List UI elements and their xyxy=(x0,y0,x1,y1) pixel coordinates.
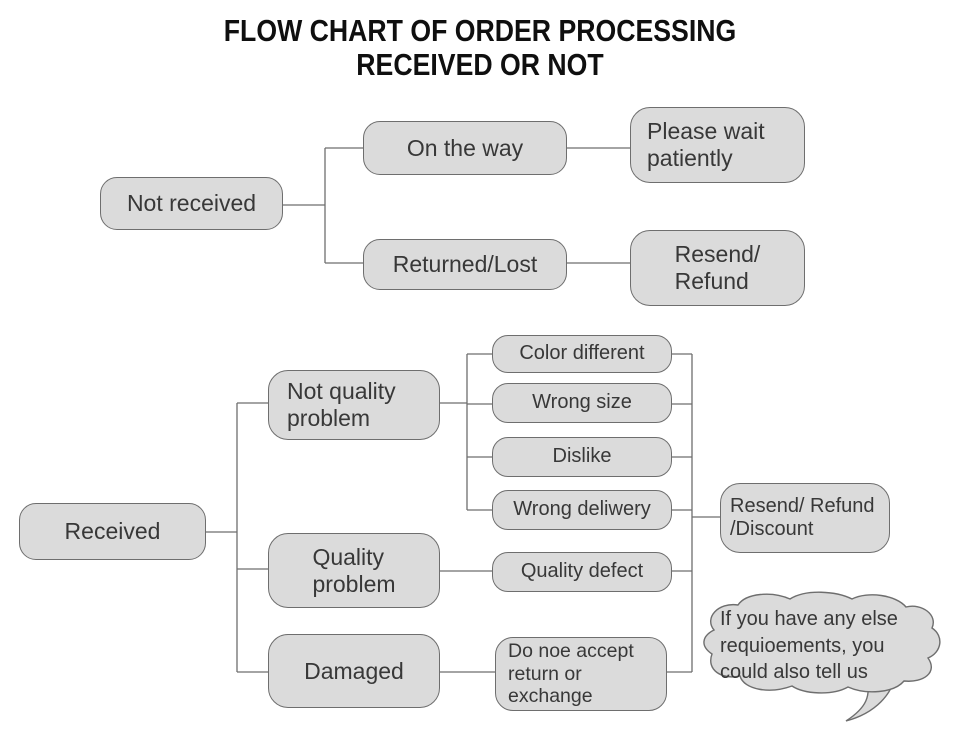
node-resend-refund-line2: Refund xyxy=(674,268,749,294)
node-resend-refund-discount-line1: Resend/ Refund xyxy=(730,494,875,517)
node-do-not-accept: Do noe accept return or exchange xyxy=(495,637,667,711)
speech-bubble-cloud xyxy=(703,591,941,694)
node-not-quality-problem-line1: Not quality xyxy=(287,378,396,405)
node-damaged-label: Damaged xyxy=(304,657,404,684)
node-dislike: Dislike xyxy=(492,437,672,477)
node-quality-defect-label: Quality defect xyxy=(520,560,644,583)
node-color-different: Color different xyxy=(492,335,672,373)
node-quality-problem-line2: problem xyxy=(312,570,396,597)
node-not-received-label: Not received xyxy=(126,190,257,217)
node-resend-refund-discount-line2: /Discount xyxy=(730,518,814,540)
node-on-the-way-label: On the way xyxy=(406,134,524,161)
node-not-received: Not received xyxy=(100,177,283,230)
node-wrong-size: Wrong size xyxy=(492,383,672,423)
node-do-not-accept-line2: return or xyxy=(508,662,582,685)
speech-bubble-line3: could also tell us xyxy=(720,661,868,684)
page-title-line2: RECEIVED OR NOT xyxy=(356,47,604,83)
speech-bubble-line1: If you have any else xyxy=(720,608,898,630)
node-wrong-deliwery-label: Wrong deliwery xyxy=(513,498,651,521)
node-dislike-label: Dislike xyxy=(552,445,612,468)
node-received-label: Received xyxy=(64,518,161,545)
node-resend-refund-line1: Resend/ xyxy=(674,241,761,268)
node-please-wait-line1: Please wait xyxy=(647,118,765,145)
speech-bubble-line2: requioements, you xyxy=(720,634,885,657)
node-quality-problem: Quality problem xyxy=(268,533,440,608)
node-quality-problem-line1: Quality xyxy=(312,543,385,570)
node-damaged: Damaged xyxy=(268,634,440,708)
node-returned-lost: Returned/Lost xyxy=(363,239,567,290)
node-quality-defect: Quality defect xyxy=(492,552,672,592)
node-on-the-way: On the way xyxy=(363,121,567,175)
node-wrong-size-label: Wrong size xyxy=(532,391,632,414)
node-not-quality-problem: Not quality problem xyxy=(268,370,440,440)
node-resend-refund: Resend/ Refund xyxy=(630,230,805,306)
node-returned-lost-label: Returned/Lost xyxy=(392,251,538,278)
node-not-quality-problem-line2: problem xyxy=(287,405,371,431)
node-resend-refund-discount: Resend/ Refund /Discount xyxy=(720,483,890,553)
speech-bubble-text: If you have any else requioements, you c… xyxy=(720,606,935,686)
node-do-not-accept-line3: exchange xyxy=(508,685,593,708)
node-please-wait: Please wait patiently xyxy=(630,107,805,183)
node-color-different-label: Color different xyxy=(519,342,645,365)
node-received: Received xyxy=(19,503,206,560)
node-do-not-accept-line1: Do noe accept xyxy=(508,640,634,663)
page-title: FLOW CHART OF ORDER PROCESSING RECEIVED … xyxy=(67,13,893,83)
page-title-line1: FLOW CHART OF ORDER PROCESSING xyxy=(223,13,737,48)
speech-bubble-shape xyxy=(703,591,941,722)
node-wrong-deliwery: Wrong deliwery xyxy=(492,490,672,530)
node-please-wait-line2: patiently xyxy=(647,145,733,171)
